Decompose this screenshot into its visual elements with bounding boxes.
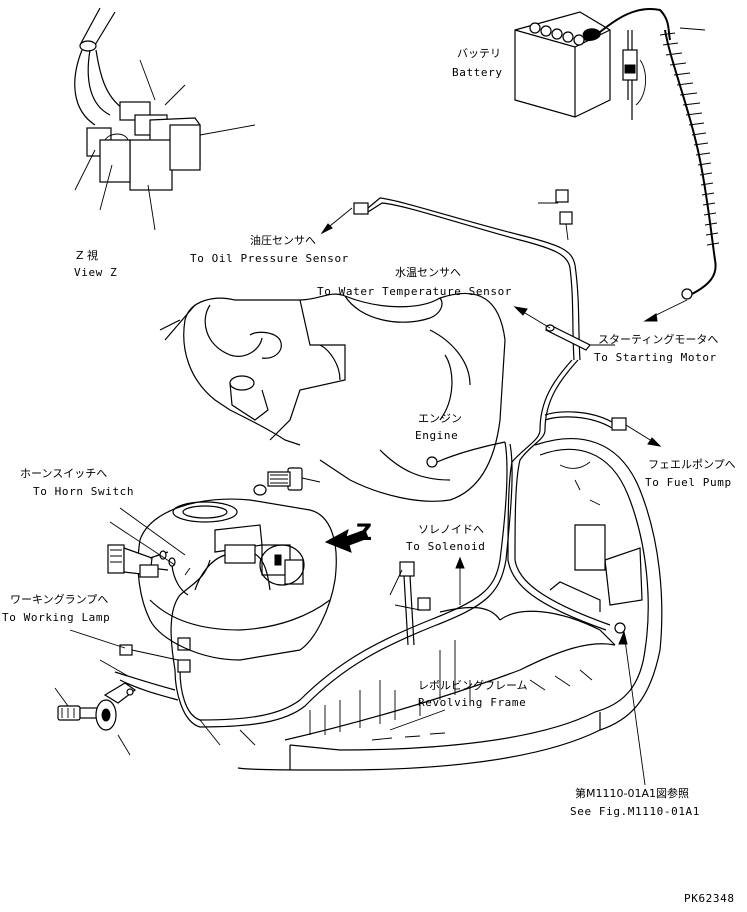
engine-label-en: Engine	[415, 429, 458, 442]
fuel-pump-label-jp: フェエルポンプへ	[648, 458, 736, 471]
revolving-frame-label-jp: レボルビングフレーム	[418, 678, 528, 692]
bolt	[253, 467, 321, 496]
oil-pressure-label-en: To Oil Pressure Sensor	[190, 252, 349, 265]
view-z-connector-detail: Z 視 View Z	[74, 7, 256, 279]
water-temp-label-jp: 水温センサへ	[395, 266, 461, 279]
battery-label-en: Battery	[452, 66, 503, 79]
part-code: PK62348	[684, 892, 735, 905]
view-z-label-en: View Z	[74, 266, 117, 279]
view-z-label-jp: Z 視	[76, 248, 98, 262]
battery	[514, 8, 671, 120]
starting-motor-label-en: To Starting Motor	[594, 351, 717, 364]
operator-console	[107, 498, 337, 661]
solenoid-label-jp: ソレノイドへ	[418, 523, 484, 536]
oil-pressure-label-jp: 油圧センサへ	[250, 233, 316, 247]
horn-switch-label-en: To Horn Switch	[33, 485, 134, 498]
leader-lines	[69, 207, 688, 786]
revolving-frame-label-en: Revolving Frame	[418, 696, 526, 709]
see-fig-label-en: See Fig.M1110-01A1	[570, 805, 700, 818]
battery-label-jp: バッテリ	[457, 47, 501, 60]
working-lamp-label-jp: ワーキングランプへ	[10, 592, 108, 606]
engine-label-jp: エンジン	[418, 412, 462, 425]
starting-motor-label-jp: スターティングモータへ	[598, 332, 718, 346]
view-z-arrow	[324, 528, 369, 553]
horn	[54, 659, 137, 756]
main-harness	[114, 189, 627, 746]
solenoid-label-en: To Solenoid	[406, 540, 485, 553]
horn-switch-label-jp: ホーンスイッチへ	[20, 467, 107, 480]
engine-outline	[159, 292, 506, 502]
water-temp-label-en: To Water Temperature Sensor	[317, 285, 512, 298]
working-lamp-label-en: To Working Lamp	[2, 611, 110, 624]
see-fig-label-jp: 第M1110-01A1図参照	[575, 786, 689, 800]
fuel-pump-label-en: To Fuel Pump	[645, 476, 732, 489]
view-z-marker: Z	[356, 521, 372, 546]
starter-cable	[659, 27, 720, 300]
